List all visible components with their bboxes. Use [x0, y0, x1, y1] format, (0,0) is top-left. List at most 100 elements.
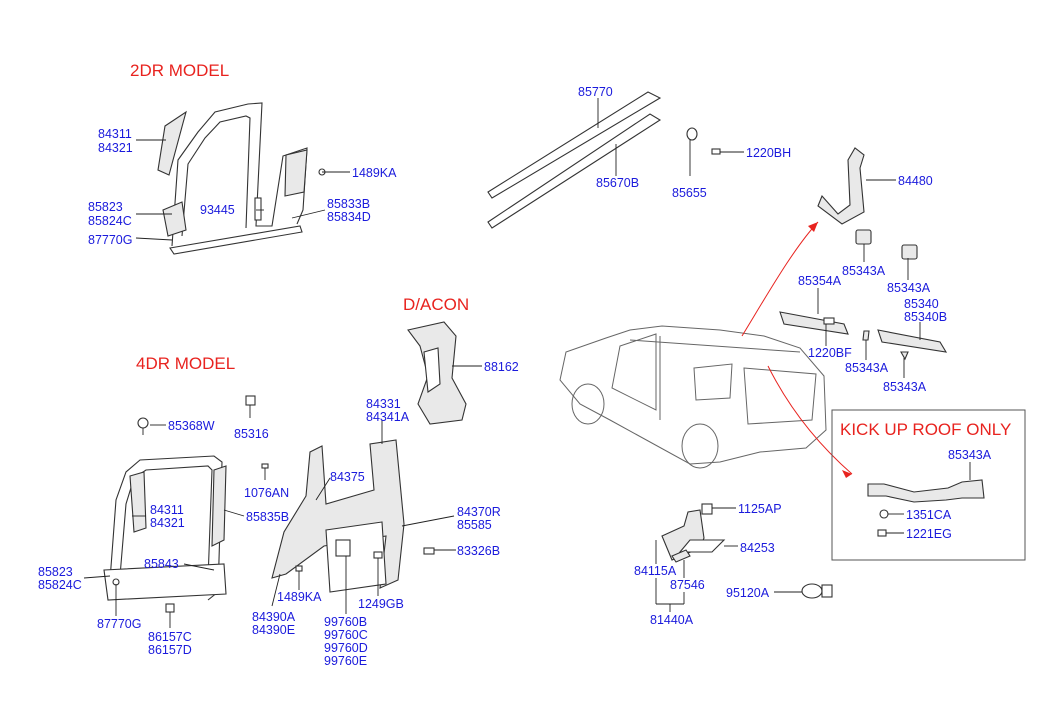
- part-label-99760e: 99760E: [324, 654, 367, 668]
- part-label-85834d: 85834D: [327, 210, 371, 224]
- section-title-kick-up-roof: KICK UP ROOF ONLY: [840, 420, 1011, 439]
- kick-up-roof-inset: KICK UP ROOF ONLY 85343A 1351CA 1221EG: [831, 409, 1026, 561]
- door-opening-frame-inner: [181, 115, 251, 237]
- part-label-1249gb: 1249GB: [358, 597, 404, 611]
- part-label-84115a: 84115A: [634, 564, 677, 578]
- part-label-1351ca: 1351CA: [906, 508, 952, 522]
- front-pillar-trim-upper: [157, 110, 187, 176]
- hook-85343a-mid-right: [900, 351, 909, 361]
- screw-1220bh: [711, 148, 721, 155]
- part-label-93445: 93445: [200, 203, 235, 217]
- weatherstrip-clip: [254, 197, 262, 221]
- vehicle-front-wheel: [571, 383, 605, 425]
- callout-arrowhead-kick-up: [842, 470, 852, 478]
- cargo-plate-84253: [678, 539, 726, 553]
- part-label-85824c-2dr: 85824C: [88, 214, 132, 228]
- clip-85368w: [137, 417, 149, 435]
- part-label-86157d: 86157D: [148, 643, 192, 657]
- vehicle-rear-wheel: [681, 423, 719, 469]
- part-label-99760b: 99760B: [324, 615, 367, 629]
- screw-1220bf: [823, 317, 835, 325]
- hook-85343a-upper-right: [901, 244, 918, 260]
- hook-85343a-upper-left: [855, 229, 872, 245]
- grab-handle-85343a-kick-up: [867, 479, 985, 503]
- part-label-88162: 88162: [484, 360, 519, 374]
- center-pillar-trim-85835b: [211, 465, 227, 547]
- roof-side-rails-drawing: 85770 85670B 85655 1220BH: [487, 85, 791, 229]
- four-door-trim-drawing: 85368W 85316 1076AN 84311 84321 85835B 8…: [38, 395, 501, 668]
- part-label-84331: 84331: [366, 397, 401, 411]
- grab-handle-85340: [877, 329, 948, 353]
- dash-side-trim: [162, 201, 187, 237]
- part-label-85316: 85316: [234, 427, 269, 441]
- part-label-85354a: 85354A: [798, 274, 842, 288]
- section-title-dacon: D/ACON: [403, 295, 469, 314]
- part-label-85340: 85340: [904, 297, 939, 311]
- part-label-1220bf: 1220BF: [808, 346, 852, 360]
- part-label-85670b: 85670B: [596, 176, 639, 190]
- part-label-85770: 85770: [578, 85, 613, 99]
- part-label-84390e: 84390E: [252, 623, 295, 637]
- part-label-85835b: 85835B: [246, 510, 289, 524]
- bolt-85316: [245, 395, 256, 418]
- part-label-85843: 85843: [144, 557, 179, 571]
- part-label-87546: 87546: [670, 578, 705, 592]
- power-outlet-95120a: [801, 583, 823, 599]
- part-label-84321-4dr: 84321: [150, 516, 185, 530]
- cap-86157c: [165, 603, 175, 613]
- part-label-85343a-1: 85343A: [842, 264, 886, 278]
- trim-panel-99760-box: [335, 539, 351, 557]
- grab-handle-85354a: [779, 311, 849, 335]
- screw-1221eg: [877, 529, 887, 537]
- part-label-85823-2dr: 85823: [88, 200, 123, 214]
- part-label-84341a: 84341A: [366, 410, 410, 424]
- vehicle-rear-window: [693, 363, 733, 401]
- part-label-81440a: 81440A: [650, 613, 694, 627]
- clip-83326b: [423, 547, 435, 555]
- screw-1076an: [261, 463, 269, 480]
- section-title-2dr-model: 2DR MODEL: [130, 61, 229, 80]
- part-label-84311-4dr: 84311: [150, 503, 184, 517]
- roof-rail-85770: [487, 91, 662, 199]
- part-label-85368w: 85368W: [168, 419, 215, 433]
- part-label-85343a-4: 85343A: [883, 380, 927, 394]
- part-label-85823-4dr: 85823: [38, 565, 73, 579]
- part-label-84370r: 84370R: [457, 505, 501, 519]
- part-label-85343a-kick-up: 85343A: [948, 448, 992, 462]
- part-label-84375: 84375: [330, 470, 365, 484]
- vehicle-front-door-window: [611, 333, 657, 411]
- vehicle-outline: [559, 325, 827, 469]
- door-scuff-plate: [169, 225, 303, 255]
- part-label-85655: 85655: [672, 186, 707, 200]
- washer-1351ca: [879, 509, 889, 519]
- part-label-1076an: 1076AN: [244, 486, 289, 500]
- cargo-hook-drawing: 1125AP 84253 84115A 87546 95120A 81440A: [634, 502, 833, 627]
- callout-arrow-to-84480: [741, 221, 819, 337]
- screw-1489ka-4dr: [295, 565, 303, 572]
- kick-up-roof-frame: [831, 409, 1026, 561]
- part-label-85833b: 85833B: [327, 197, 370, 211]
- part-label-85343a-2: 85343A: [887, 281, 931, 295]
- part-label-99760c: 99760C: [324, 628, 368, 642]
- part-label-87770g-2dr: 87770G: [88, 233, 132, 247]
- part-label-1489ka-4dr: 1489KA: [277, 590, 322, 604]
- part-label-84253: 84253: [740, 541, 775, 555]
- part-label-1489ka-2dr: 1489KA: [352, 166, 397, 180]
- assist-handle-drawing: 84480 85343A 85343A 85354A 1220BF 85340 …: [779, 147, 948, 394]
- assist-handle-84480: [817, 147, 865, 225]
- bolt-1249gb: [373, 551, 383, 559]
- roof-rail-85670b: [487, 113, 662, 229]
- part-label-95120a: 95120A: [726, 586, 770, 600]
- vehicle-body: [559, 325, 827, 465]
- hook-85343a-mid-left: [862, 330, 870, 341]
- part-label-84311-2dr: 84311: [98, 127, 132, 141]
- center-pillar-trim: [284, 149, 308, 197]
- bolt-1125ap: [701, 503, 713, 515]
- power-outlet-95120a-cap: [821, 584, 833, 598]
- part-label-83326b: 83326B: [457, 544, 500, 558]
- vehicle-tailgate-opening: [743, 367, 817, 425]
- rear-pillar-trim-84311: [129, 471, 147, 533]
- part-label-1221eg: 1221EG: [906, 527, 952, 541]
- part-label-99760d: 99760D: [324, 641, 368, 655]
